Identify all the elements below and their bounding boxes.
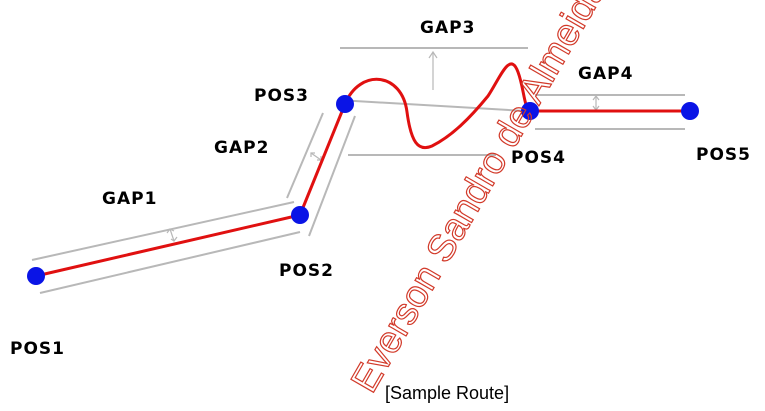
watermark-text: Everson Sandro de Almeida xyxy=(343,0,615,399)
pos1-label: POS1 xyxy=(10,339,65,359)
pos3-node xyxy=(336,95,354,113)
pos1-node xyxy=(27,267,45,285)
pos4-node xyxy=(521,102,539,120)
pos2-node xyxy=(291,206,309,224)
gap2-label: GAP2 xyxy=(214,138,269,158)
gap-guide-lines xyxy=(31,47,685,294)
pos3-label: POS3 xyxy=(254,86,309,106)
gap1-label: GAP1 xyxy=(102,189,157,209)
gap3-label: GAP3 xyxy=(420,18,475,38)
pos2-label: POS2 xyxy=(279,261,334,281)
pos5-node xyxy=(681,102,699,120)
gap-arrows xyxy=(166,50,600,242)
gap1-guide-upper xyxy=(31,201,295,261)
gap4-arrow-icon xyxy=(592,95,600,111)
gap1-arrow-icon xyxy=(166,228,178,242)
pos4-label: POS4 xyxy=(511,148,566,168)
gap3-guide-mid xyxy=(337,99,526,112)
gap3-arrow-icon xyxy=(428,50,438,90)
gap2-guide-left xyxy=(286,112,324,199)
gap2-arrow-icon xyxy=(310,152,322,161)
gap4-label: GAP4 xyxy=(578,64,633,84)
gap2-guide-right xyxy=(308,115,356,237)
diagram-caption: [Sample Route] xyxy=(385,383,509,403)
position-nodes xyxy=(27,95,699,285)
gap1-guide-lower xyxy=(39,231,301,294)
route-line xyxy=(34,62,692,278)
pos5-label: POS5 xyxy=(696,145,751,165)
